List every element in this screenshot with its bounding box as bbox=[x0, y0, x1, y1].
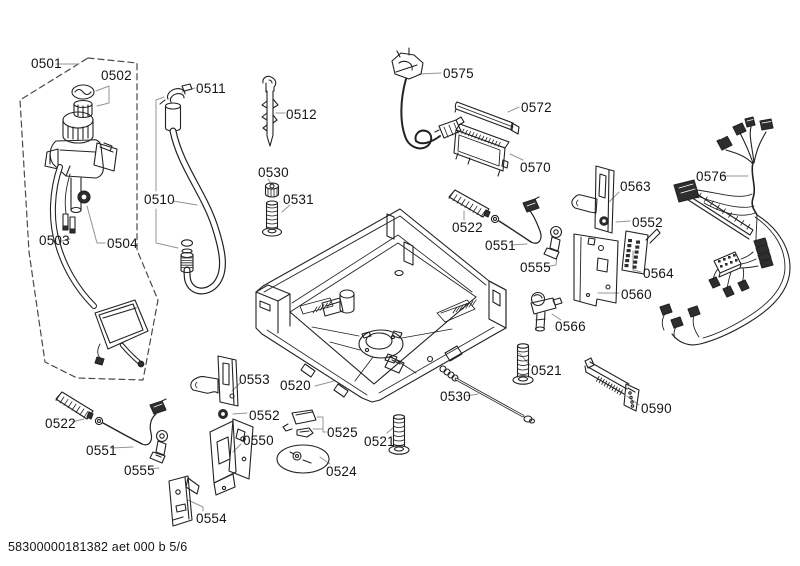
part-label-0551-left: 0551 bbox=[86, 443, 117, 458]
bracket-0560 bbox=[573, 233, 619, 307]
part-label-0552-right: 0552 bbox=[632, 215, 663, 230]
grommet-0552-left bbox=[218, 409, 228, 419]
part-label-0553: 0553 bbox=[239, 372, 270, 387]
screw-0531 bbox=[261, 200, 283, 237]
clip-set-0525 bbox=[282, 409, 317, 438]
part-label-0530-top: 0530 bbox=[258, 165, 289, 180]
part-label-0521-bottom: 0521 bbox=[364, 434, 395, 449]
part-label-0531: 0531 bbox=[283, 192, 314, 207]
part-label-0575: 0575 bbox=[443, 66, 474, 81]
part-label-0522-left: 0522 bbox=[45, 416, 76, 431]
sensor-cable-0551-right bbox=[490, 196, 542, 244]
sleeve-0522-left bbox=[55, 391, 94, 420]
part-label-0560: 0560 bbox=[621, 287, 652, 302]
screw-0521-right bbox=[512, 343, 534, 385]
part-label-0551-mid: 0551 bbox=[485, 238, 516, 253]
part-label-0530-bottom: 0530 bbox=[440, 389, 471, 404]
disc-0524 bbox=[276, 444, 330, 474]
grommet-0552-right bbox=[599, 216, 609, 226]
part-label-0512: 0512 bbox=[286, 107, 317, 122]
dashed-enclosure-0501 bbox=[19, 57, 159, 381]
power-cord-0575 bbox=[391, 47, 465, 150]
part-label-0521-right: 0521 bbox=[531, 363, 562, 378]
wiring-harness-0576 bbox=[659, 116, 791, 346]
base-tub-0520 bbox=[255, 208, 507, 403]
part-label-0504: 0504 bbox=[107, 236, 138, 251]
part-label-0566: 0566 bbox=[555, 319, 586, 334]
rail-0590 bbox=[584, 357, 640, 412]
bracket-0550 bbox=[209, 418, 254, 496]
hose-holder-0512 bbox=[261, 75, 279, 147]
connector-0564 bbox=[621, 228, 661, 275]
part-label-0572: 0572 bbox=[521, 100, 552, 115]
part-label-0570: 0570 bbox=[520, 160, 551, 175]
part-label-0590: 0590 bbox=[641, 401, 672, 416]
part-label-0510: 0510 bbox=[144, 192, 175, 207]
part-label-0563: 0563 bbox=[620, 179, 651, 194]
screw-0521-bottom bbox=[388, 414, 410, 455]
part-label-0552-left: 0552 bbox=[249, 408, 280, 423]
latch-0555-left bbox=[149, 429, 169, 464]
part-label-0525: 0525 bbox=[327, 425, 358, 440]
part-label-0555-mid: 0555 bbox=[520, 260, 551, 275]
part-label-0576: 0576 bbox=[696, 169, 727, 184]
part-label-0501: 0501 bbox=[31, 56, 62, 71]
bracket-0553 bbox=[190, 355, 239, 407]
part-label-0522-mid: 0522 bbox=[452, 220, 483, 235]
inlet-valve-assembly bbox=[44, 111, 118, 234]
part-label-0564: 0564 bbox=[643, 266, 674, 281]
inlet-cap-0502 bbox=[71, 84, 95, 119]
part-label-0520: 0520 bbox=[280, 378, 311, 393]
drain-hose-0510 bbox=[164, 102, 226, 295]
rod-0530-bottom bbox=[439, 365, 536, 424]
bracket-0554 bbox=[168, 475, 200, 527]
part-label-0503: 0503 bbox=[39, 233, 70, 248]
part-label-0502: 0502 bbox=[101, 68, 132, 83]
part-label-0554: 0554 bbox=[196, 511, 227, 526]
part-label-0550: 0550 bbox=[243, 433, 274, 448]
latch-0555-right bbox=[543, 225, 563, 260]
part-label-0511: 0511 bbox=[196, 81, 226, 96]
sensor-cable-0551-left bbox=[94, 398, 167, 446]
nut-0530-top bbox=[264, 182, 280, 198]
control-module-0570 bbox=[453, 123, 510, 177]
aquastop-hose bbox=[49, 164, 149, 368]
cover-strip-0572 bbox=[454, 101, 520, 135]
part-label-0555-left: 0555 bbox=[124, 463, 155, 478]
valve-0566 bbox=[530, 291, 563, 332]
sleeve-0522-right bbox=[448, 189, 491, 218]
document-code: 58300000181382 aet 000 b 5/6 bbox=[8, 540, 188, 554]
part-label-0524: 0524 bbox=[326, 464, 357, 479]
hose-clamp-0511 bbox=[159, 83, 193, 105]
